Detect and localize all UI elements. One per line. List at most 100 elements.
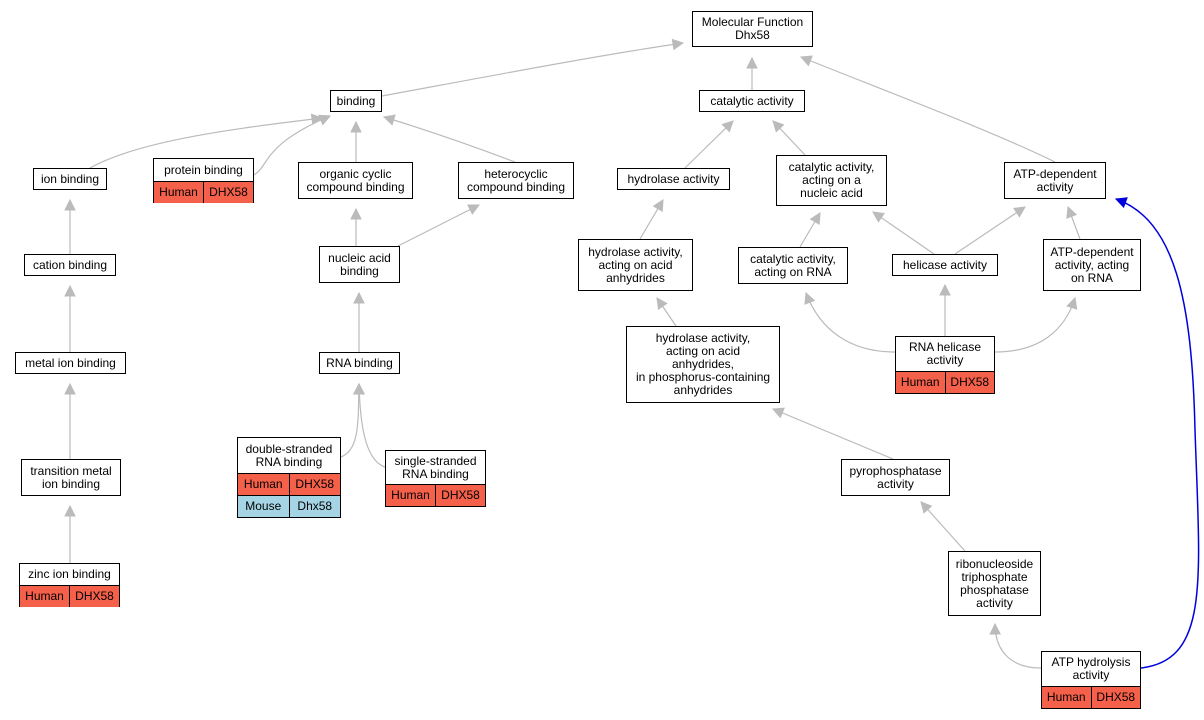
node-ribonucleoside-triphosphate-phosphatase[interactable]: ribonucleoside triphosphate phosphatase … [948,551,1041,616]
node-rna-binding[interactable]: RNA binding [319,352,400,374]
edge-rna-binding-to-nucleic-acid-binding-arrowhead [353,291,365,304]
node-hydrolase-phosphorus-anhydrides[interactable]: hydrolase activity, acting on acid anhyd… [626,326,780,403]
edge-hydrolase-acid-anh-to-hydrolase-arrowhead [652,199,664,212]
node-label: catalytic activity, acting on RNA [750,251,836,279]
node-label: ATP hydrolysis activity [1051,655,1131,682]
node-label: double-stranded RNA binding [245,441,333,469]
annotation-table: Human DHX58 [386,484,485,506]
node-label: catalytic activity, acting on a nucleic … [788,160,875,200]
node-single-stranded-rna-binding[interactable]: single-stranded RNA binding Human DHX58 [385,450,486,507]
edge-heterocyclic-to-binding-arrowhead [382,114,396,126]
annotation-row: Mouse Dhx58 [238,495,340,517]
annotation-row: Human DHX58 [154,181,253,203]
edge-ss-rna-binding-to-rna-binding [358,383,386,468]
edge-cat-rna-to-cat-nucleic-arrowhead [809,212,821,225]
node-hydrolase-activity[interactable]: hydrolase activity [617,168,730,190]
node-binding[interactable]: binding [330,90,382,112]
edge-rna-helicase-to-atp-dep-rna [994,297,1076,353]
edge-protein-binding-to-binding [253,115,331,176]
edge-helicase-to-atp-dependent [954,206,1026,255]
node-hydrolase-acid-anhydrides[interactable]: hydrolase activity, acting on acid anhyd… [578,239,693,291]
edge-rna-helicase-to-cat-rna-arrowhead [804,291,816,305]
node-metal-ion-binding[interactable]: metal ion binding [15,352,126,374]
node-label: heterocyclic compound binding [466,166,566,194]
edge-binding-to-mf [381,42,684,97]
edge-helicase-to-cat-nucleic-arrowhead [872,211,885,223]
edge-hydrolase-phos-to-hydrolase-acid-anh-arrowhead [656,297,668,310]
species-cell: Human [900,375,940,389]
node-molecular-function[interactable]: Molecular Function Dhx58 [692,11,813,47]
species-cell: Human [243,477,283,491]
edge-protein-binding-to-binding-arrowhead [318,114,332,126]
node-label: helicase activity [902,257,988,272]
node-label: RNA helicase activity [908,340,982,367]
node-cation-binding[interactable]: cation binding [24,254,116,276]
gene-cell: DHX58 [203,182,253,203]
species-cell: Human [159,185,198,199]
annotation-row: Human DHX58 [238,473,340,495]
node-helicase-activity[interactable]: helicase activity [892,254,998,276]
edge-organic-cyclic-to-binding-arrowhead [350,120,362,133]
gene-cell: DHX58 [1090,687,1141,708]
edge-pyrophosphatase-to-hydrolase-phos [772,408,894,460]
node-atp-dependent-rna[interactable]: ATP-dependent activity, acting on RNA [1043,239,1141,291]
edge-helicase-to-atp-dependent-arrowhead [1013,206,1026,218]
gene-cell: DHX58 [69,586,119,607]
node-nucleic-acid-binding[interactable]: nucleic acid binding [319,246,400,283]
edge-helicase-to-cat-nucleic [872,211,935,255]
node-label: hydrolase activity [627,171,720,186]
edge-pyrophosphatase-to-hydrolase-phos-arrowhead [771,407,785,419]
gene-cell: Dhx58 [288,496,341,517]
edge-nucleic-acid-binding-to-heterocyclic [397,204,480,247]
node-transition-metal-ion-binding[interactable]: transition metal ion binding [21,459,121,496]
edge-ds-rna-binding-to-rna-binding [340,383,360,458]
edge-nucleic-acid-binding-to-heterocyclic-arrowhead [467,204,480,215]
node-atp-dependent-activity[interactable]: ATP-dependent activity [1004,162,1106,199]
edge-binding-to-mf-arrowhead [671,38,685,51]
node-heterocyclic-compound-binding[interactable]: heterocyclic compound binding [458,162,574,199]
edge-cation-binding-to-ion-binding-arrowhead [64,198,76,211]
edge-atp-dependent-to-mf [800,56,1056,163]
edge-rna-helicase-to-cat-rna [805,292,896,353]
node-organic-cyclic-compound-binding[interactable]: organic cyclic compound binding [298,162,413,199]
edge-hydrolase-to-catalytic [684,120,734,169]
node-label: ATP-dependent activity [1013,166,1097,194]
edge-atp-hydrolysis-to-atp-dependent-arrowhead [1114,197,1128,209]
species-cell: Human [391,488,430,502]
node-catalytic-activity-rna[interactable]: catalytic activity, acting on RNA [738,247,848,284]
node-label: catalytic activity [710,93,794,108]
edge-atp-hydrolysis-to-ribonucleoside-arrowhead [989,622,1001,635]
node-label: Molecular Function Dhx58 [701,15,804,42]
node-label: transition metal ion binding [30,463,112,491]
node-label: nucleic acid binding [328,250,391,278]
node-label: metal ion binding [25,355,116,370]
node-protein-binding[interactable]: protein binding Human DHX58 [153,158,254,203]
node-label: ATP-dependent activity, acting on RNA [1050,244,1134,285]
edge-catalytic-to-mf-arrowhead [746,56,758,69]
species-cell: Mouse [245,499,282,513]
gene-cell: DHX58 [288,474,341,495]
gene-cell: DHX58 [435,485,485,506]
edge-rna-helicase-to-helicase-arrowhead [939,283,951,296]
node-catalytic-activity-nucleic-acid[interactable]: catalytic activity, acting on a nucleic … [776,155,887,206]
node-label: single-stranded RNA binding [394,453,477,481]
node-label: ribonucleoside triphosphate phosphatase … [955,556,1034,610]
node-label: ion binding [40,171,100,186]
node-label: cation binding [32,257,108,272]
node-label: protein binding [164,162,243,177]
node-label: hydrolase activity, acting on acid anhyd… [635,331,771,397]
annotation-table: Human DHX58 [154,181,253,203]
node-ion-binding[interactable]: ion binding [33,168,107,190]
edge-rna-helicase-to-atp-dep-rna-arrowhead [1066,296,1078,310]
node-label: RNA binding [326,355,393,370]
node-pyrophosphatase-activity[interactable]: pyrophosphatase activity [841,459,950,496]
node-catalytic-activity[interactable]: catalytic activity [699,90,805,112]
